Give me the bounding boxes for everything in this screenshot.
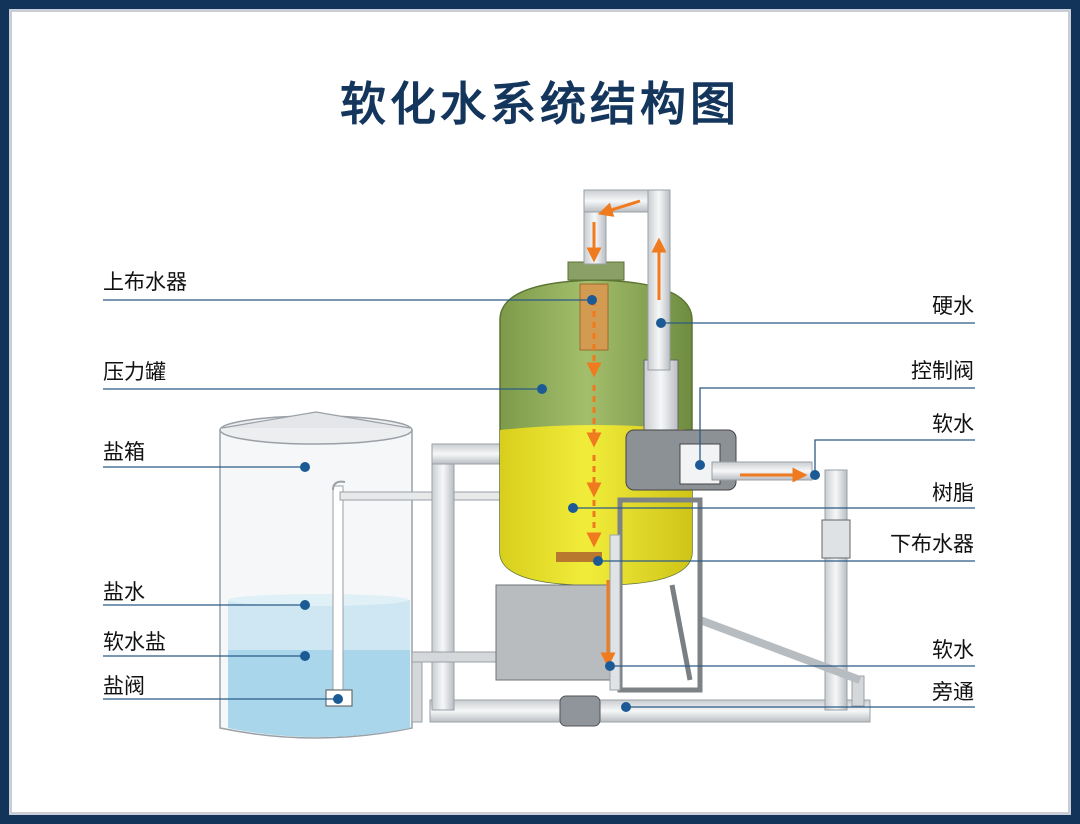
label-soft-water-bottom: 软水 xyxy=(932,638,974,662)
label-brine: 盐水 xyxy=(103,580,145,604)
salt-box-illustration xyxy=(219,411,661,739)
label-control-valve: 控制阀 xyxy=(911,359,974,383)
leader-lines-left xyxy=(103,295,597,704)
label-bypass: 旁通 xyxy=(932,680,974,704)
label-lower-distributor: 下布水器 xyxy=(890,532,974,556)
label-resin: 树脂 xyxy=(932,481,974,505)
label-salt-valve: 盐阀 xyxy=(103,674,145,698)
label-hard-water: 硬水 xyxy=(932,294,974,318)
label-soft-water-top: 软水 xyxy=(932,412,974,436)
label-upper-distributor: 上布水器 xyxy=(103,270,187,294)
label-softener-salt: 软水盐 xyxy=(103,630,166,654)
label-pressure-tank: 压力罐 xyxy=(103,360,166,384)
label-salt-box: 盐箱 xyxy=(103,440,145,464)
flow-arrows xyxy=(586,199,808,668)
leader-lines-right xyxy=(568,318,975,712)
diagram-title: 软化水系统结构图 xyxy=(340,77,740,131)
